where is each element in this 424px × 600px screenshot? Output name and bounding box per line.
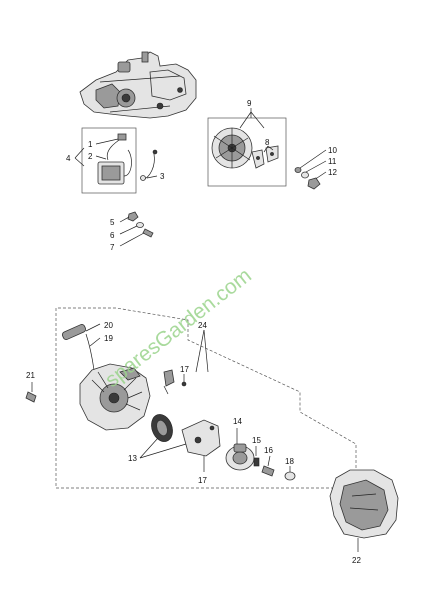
fasteners-15-16-18 bbox=[253, 446, 296, 481]
callout-20: 20 bbox=[104, 321, 113, 330]
callout-22: 22 bbox=[352, 556, 361, 565]
starter-assembly-boundary bbox=[55, 307, 357, 489]
callout-6: 6 bbox=[110, 231, 115, 240]
callout-leaders-13-17 bbox=[139, 437, 205, 472]
callout-5: 5 bbox=[110, 218, 115, 227]
callout-24: 24 bbox=[198, 321, 207, 330]
ignition-module-group bbox=[81, 127, 158, 194]
flywheel-group bbox=[207, 117, 287, 187]
callout-leaders-24 bbox=[195, 329, 209, 373]
cover-22 bbox=[329, 469, 399, 552]
starter-pulley bbox=[181, 419, 221, 466]
callout-10: 10 bbox=[328, 146, 337, 155]
callout-leaders-8-12 bbox=[239, 108, 327, 181]
callout-17-upper: 17 bbox=[180, 365, 189, 374]
callout-12: 12 bbox=[328, 168, 337, 177]
callout-14: 14 bbox=[233, 417, 242, 426]
recoil-spring bbox=[151, 414, 173, 442]
starter-housing bbox=[79, 363, 151, 431]
callout-19: 19 bbox=[104, 334, 113, 343]
fan-hub bbox=[225, 428, 255, 471]
callout-4: 4 bbox=[66, 154, 71, 163]
crankcase-housing bbox=[79, 51, 197, 119]
screw-21 bbox=[25, 382, 37, 403]
callout-7: 7 bbox=[110, 243, 115, 252]
callout-18: 18 bbox=[285, 457, 294, 466]
callout-9: 9 bbox=[247, 99, 252, 108]
callout-13: 13 bbox=[128, 454, 137, 463]
flywheel-nut-washer bbox=[294, 167, 321, 190]
callout-1: 1 bbox=[88, 140, 93, 149]
pawl-parts bbox=[163, 369, 187, 395]
starter-handle-rope bbox=[61, 323, 101, 371]
callout-21: 21 bbox=[26, 371, 35, 380]
callout-17-lower: 17 bbox=[198, 476, 207, 485]
watermark-text: sparesGarden.com bbox=[101, 264, 256, 392]
callout-leaders-1-4 bbox=[74, 138, 158, 179]
callout-15: 15 bbox=[252, 436, 261, 445]
callout-16: 16 bbox=[264, 446, 273, 455]
callout-3: 3 bbox=[160, 172, 165, 181]
small-parts-5-6-7 bbox=[119, 211, 154, 247]
callout-11: 11 bbox=[328, 157, 337, 166]
callout-8: 8 bbox=[265, 138, 270, 147]
callout-2: 2 bbox=[88, 152, 93, 161]
